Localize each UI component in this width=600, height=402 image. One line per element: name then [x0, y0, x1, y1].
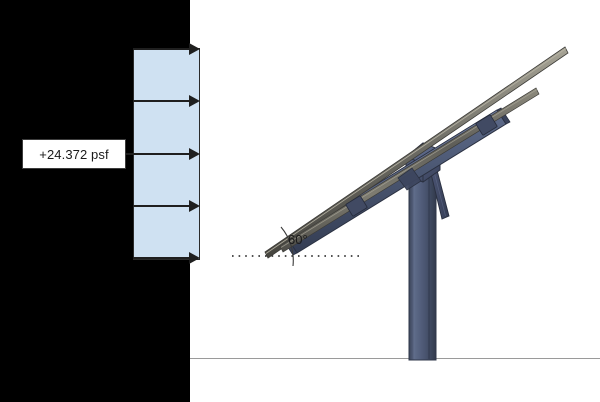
pressure-value-label: +24.372 psf	[22, 139, 126, 169]
tracker-column	[408, 171, 437, 361]
ground-line	[190, 358, 600, 359]
rail-clamp-lower	[345, 195, 368, 217]
tilt-angle-label: 60°	[288, 232, 308, 247]
pressure-distribution-block	[133, 48, 200, 260]
rail-clamp-upper	[475, 114, 498, 136]
tube-bearing-joint	[397, 167, 422, 191]
